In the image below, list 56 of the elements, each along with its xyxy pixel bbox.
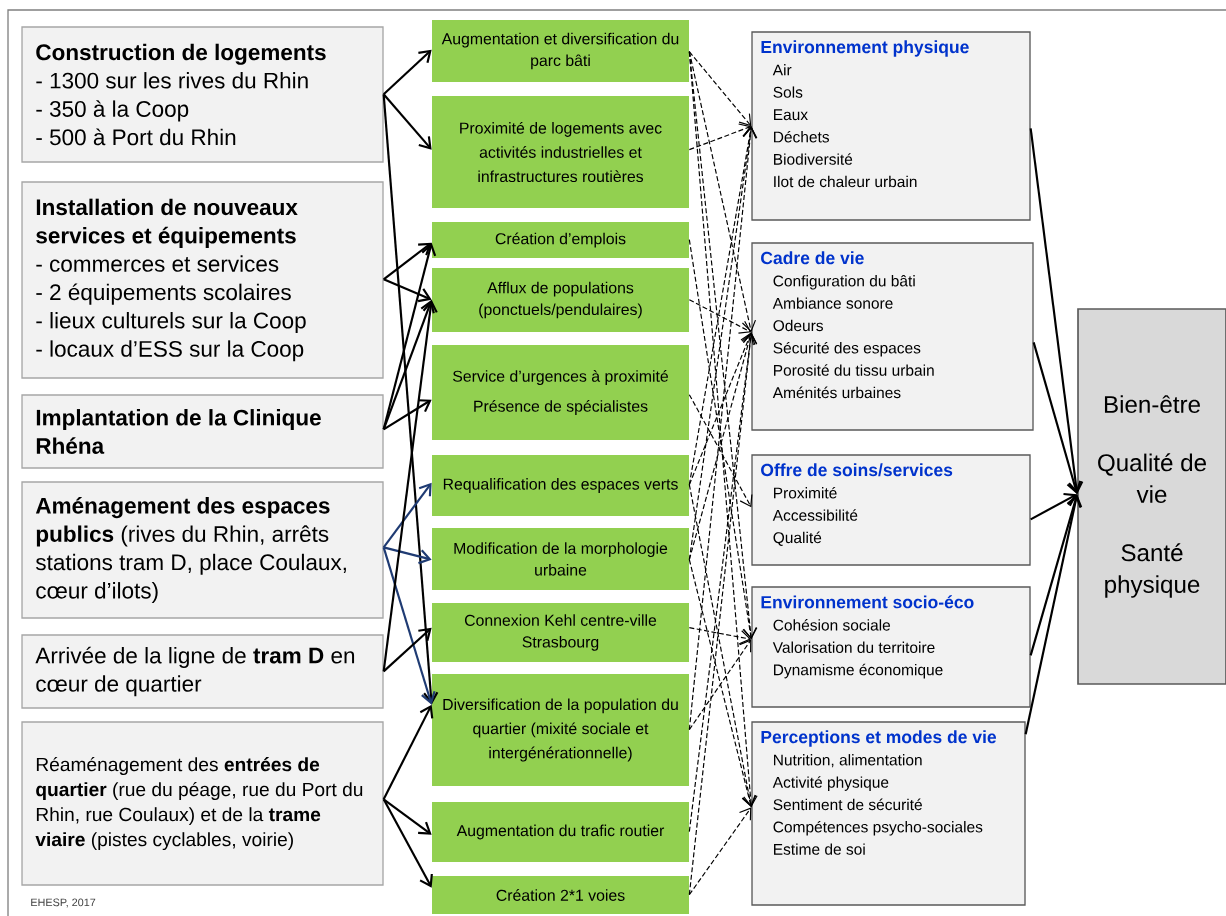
determinant-box: Environnement socio-éco Cohésion sociale Valorisation du territoire Dynamisme économique xyxy=(751,586,1031,708)
intervention-box: Construction de logements - 1300 sur les rives du Rhin - 350 à la Coop - 500 à Port du Rhin xyxy=(21,26,384,163)
determinant-box: Perceptions et modes de vie Nutrition, alimentation Activité physique Sentiment de sécurité Compétences psycho-sociales Estime de soi xyxy=(751,721,1026,906)
intervention-box: Réaménagement des entrées de quartier (rue du péage, rue du Port du Rhin, rue Coulaux) et de la trame viaire (pistes cyclables, voirie) xyxy=(21,721,384,886)
arrow xyxy=(688,627,752,645)
effect-box: Requalification des espaces verts xyxy=(432,455,689,516)
arrow xyxy=(382,299,435,430)
arrow xyxy=(383,798,432,835)
effect-box: Augmentation et diversification du parc bâti xyxy=(432,20,689,82)
effect-box: Afflux de populations (ponctuels/pendulaires) xyxy=(432,268,689,332)
effect-box: Création 2*1 voies xyxy=(432,876,689,914)
determinant-box: Cadre de vie Configuration du bâti Ambiance sonore Odeurs Sécurité des espaces Porosité du tissu urbain Aménités urbaines xyxy=(751,242,1034,431)
arrow xyxy=(688,807,752,896)
arrow xyxy=(1030,492,1078,521)
arrow xyxy=(688,484,757,808)
effect-box: Création d’emplois xyxy=(432,222,689,258)
arrow xyxy=(688,299,752,334)
arrow xyxy=(688,239,757,640)
arrow xyxy=(688,639,752,731)
arrow xyxy=(382,482,432,548)
effect-box: Augmentation du trafic routier xyxy=(432,802,689,862)
intervention-box: Arrivée de la ligne de tram D en cœur de quartier xyxy=(21,634,384,709)
arrow xyxy=(688,51,752,127)
arrow xyxy=(688,332,754,486)
arrow xyxy=(1032,342,1082,495)
arrow xyxy=(688,559,756,808)
effect-box: Modification de la morphologie urbaine xyxy=(432,528,689,590)
arrow xyxy=(382,242,437,430)
arrow xyxy=(382,299,438,672)
intervention-box: Implantation de la Clinique Rhéna xyxy=(21,394,384,469)
arrow xyxy=(382,627,432,673)
effect-box: Proximité de logements avec activités industrielles et infrastructures routières xyxy=(432,96,689,208)
intervention-box: Aménagement des espaces publics (rives du Rhin, arrêts stations tram D, place Coulaux, cœur d’ilots) xyxy=(21,481,384,619)
effect-box: Connexion Kehl centre-ville Strasbourg xyxy=(432,603,689,662)
effect-box: Diversification de la population du quartier (mixité sociale et intergénérationnelle) xyxy=(432,674,689,786)
arrow xyxy=(383,546,432,565)
intervention-box: Installation de nouveaux services et équipements - commerces et services - 2 équipements scolaires - lieux culturels sur la Coop - locaux d’ESS sur la Coop xyxy=(21,181,384,379)
determinant-box: Offre de soins/services Proximité Accessibilité Qualité xyxy=(751,454,1031,566)
arrow xyxy=(688,394,753,508)
arrow xyxy=(382,798,433,888)
arrow xyxy=(688,123,752,151)
arrow xyxy=(382,93,432,150)
arrow xyxy=(382,49,432,96)
arrow xyxy=(382,704,434,800)
source-note: EHESP, 2017 xyxy=(31,898,96,908)
arrow xyxy=(688,126,758,731)
outcome-box: Bien-être Qualité de vie Santé physique xyxy=(1077,308,1226,685)
arrow xyxy=(382,547,436,705)
arrow xyxy=(383,399,432,431)
arrow xyxy=(1024,494,1083,735)
arrow xyxy=(1029,494,1082,656)
arrow xyxy=(383,278,432,303)
arrow xyxy=(383,242,432,281)
arrow xyxy=(382,94,439,705)
effect-box: Service d’urgences à proximité Présence de spécialistes xyxy=(432,345,689,440)
determinant-box: Environnement physique Air Sols Eaux Déchets Biodiversité Ilot de chaleur urbain xyxy=(751,31,1031,221)
